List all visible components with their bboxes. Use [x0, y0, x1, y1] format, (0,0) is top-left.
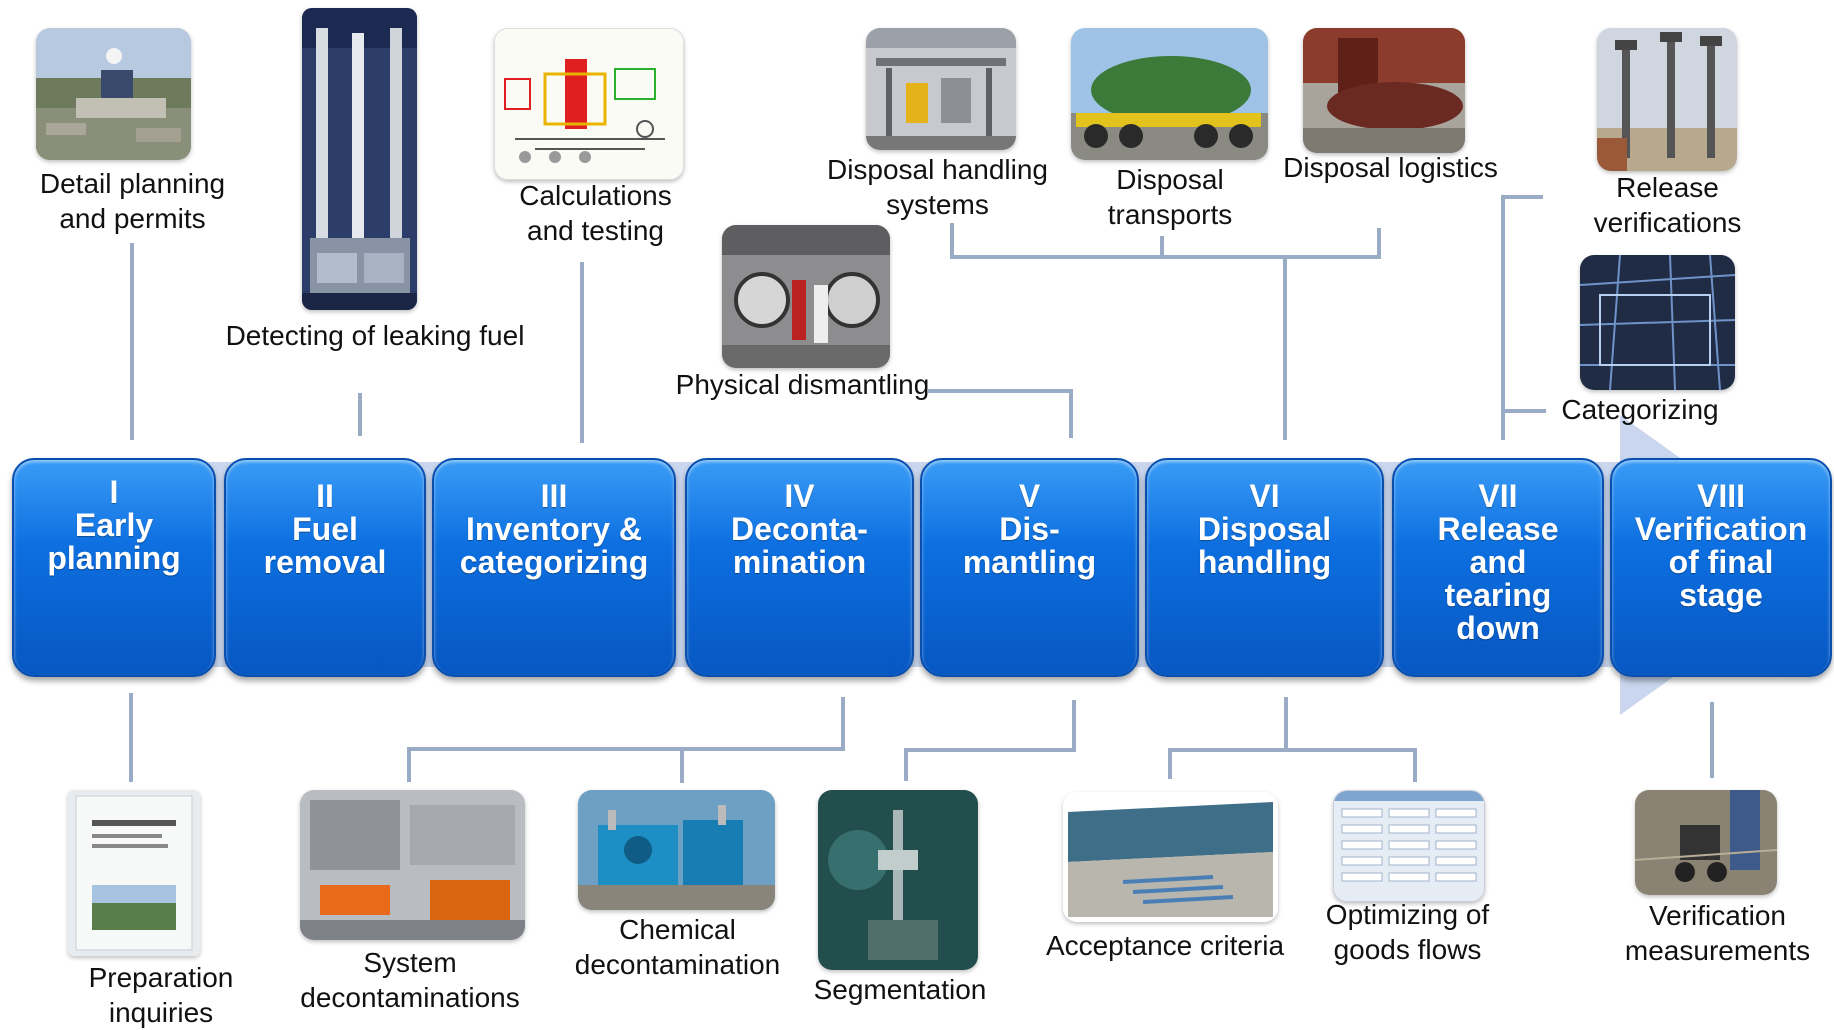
disposal-handling-systems-caption: Disposal handling systems: [826, 154, 1049, 220]
optimizing-goods-flows-caption: Optimizing of goods flows: [1325, 899, 1490, 965]
phase-title: Dis- mantling: [962, 511, 1097, 580]
detecting-fuel-caption: Detecting of leaking fuel: [225, 320, 525, 351]
schematic-diagram-image: [494, 28, 684, 180]
report-book-photo: [68, 790, 200, 956]
calculations-caption: Calculations and testing: [519, 180, 672, 246]
phase-title: Fuel removal: [263, 511, 387, 580]
acceptance-criteria-caption: Acceptance criteria: [1045, 930, 1285, 961]
phase-number: II: [316, 478, 334, 514]
phase-title: Deconta- mination: [731, 511, 868, 580]
decon-system-photo: [300, 790, 525, 940]
dismantling-workers-photo: [722, 225, 890, 368]
disposal-logistics-caption: Disposal logistics: [1283, 152, 1498, 183]
measurement-device-photo: [1635, 790, 1777, 895]
preparation-inquiries-caption: Preparation inquiries: [88, 962, 234, 1028]
logistics-container-photo: [1303, 28, 1465, 153]
phase-number: VI: [1249, 478, 1280, 514]
phase-number: III: [540, 478, 568, 514]
chemical-decontamination-caption: Chemical decontamination: [574, 914, 781, 980]
phase-number: V: [1018, 478, 1041, 514]
fuel-detection-rig-photo: [302, 8, 417, 310]
system-decontaminations-caption: System decontaminations: [300, 947, 520, 1013]
phase-number: I: [109, 474, 119, 510]
physical-dismantling-caption: Physical dismantling: [675, 369, 930, 400]
release-towers-photo: [1597, 28, 1737, 171]
phase-title: Disposal handling: [1197, 511, 1332, 580]
detail-planning-caption: Detail planning and permits: [39, 168, 226, 234]
handling-system-photo: [866, 28, 1016, 150]
chemical-decon-equipment-photo: [578, 790, 775, 910]
verification-measurements-caption: Verification measurements: [1624, 900, 1811, 966]
release-verifications-caption: Release verifications: [1593, 172, 1742, 238]
phase-title: Inventory & categorizing: [459, 511, 649, 580]
phase-number: IV: [784, 478, 815, 514]
plant-aerial-photo: [36, 28, 191, 160]
phase-title: Release and tearing down: [1437, 511, 1559, 646]
phase-number: VIII: [1696, 478, 1745, 514]
phase-title: Early planning: [47, 507, 181, 576]
transport-vehicle-photo: [1071, 28, 1268, 160]
categorizing-caption: Categorizing: [1561, 394, 1719, 425]
segmentation-caption: Segmentation: [813, 974, 987, 1005]
disposal-transports-caption: Disposal transports: [1107, 164, 1233, 230]
software-screenshot-image: [1333, 790, 1485, 902]
categorizing-scan-image: [1580, 255, 1735, 390]
phase-number: VII: [1478, 478, 1518, 514]
repository-cutaway-image: [1063, 792, 1278, 922]
phase-title: Verification of final stage: [1634, 511, 1808, 613]
underwater-segmentation-photo: [818, 790, 978, 970]
